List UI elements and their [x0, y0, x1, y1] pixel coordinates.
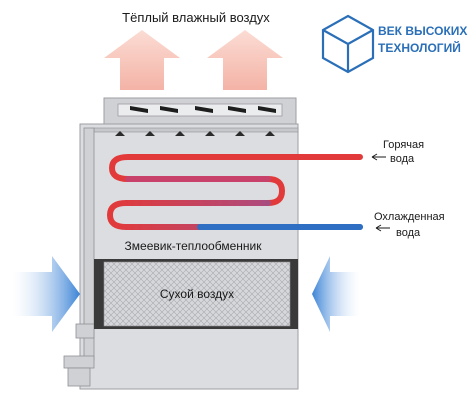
air-inlet-arrow-left	[12, 256, 80, 332]
air-inlet-arrow-right	[312, 256, 360, 332]
hot-water-arrow-icon	[371, 153, 386, 161]
fan-housing	[103, 97, 297, 125]
svg-text:Горячая: Горячая	[383, 139, 424, 151]
brand-line-2: ТЕХНОЛОГИЙ	[378, 40, 461, 55]
heat-exchanger-coil	[107, 154, 363, 230]
coil-lower-loop	[107, 200, 363, 230]
brand-logo: ВВТ ВЕК ВЫСОКИХ ТЕХНОЛОГИЙ	[321, 14, 467, 74]
warm-air-title: Тёплый влажный воздух	[122, 10, 270, 25]
cooled-water-arrow-icon	[375, 224, 390, 232]
warm-air-arrow-left	[104, 30, 180, 90]
coil-label: Змеевик-теплообменник	[125, 239, 263, 253]
warm-air-arrow-right	[207, 30, 283, 90]
cooled-water-label: Охлажденная вода	[374, 211, 445, 239]
recirculation-pipe	[63, 127, 95, 387]
svg-text:вода: вода	[396, 227, 421, 239]
svg-text:Охлажденная: Охлажденная	[374, 211, 445, 223]
tower-body	[79, 123, 299, 390]
svg-text:вода: вода	[390, 153, 415, 165]
warm-air-arrows	[104, 30, 283, 90]
spray-header	[93, 127, 299, 136]
dry-air-label: Сухой воздух	[160, 287, 234, 301]
logo-letters: ВВТ	[336, 39, 361, 53]
brand-line-1: ВЕК ВЫСОКИХ	[378, 24, 467, 38]
fill-media	[94, 259, 298, 329]
logo-cube-icon	[321, 14, 375, 74]
hot-water-label: Горячая вода	[371, 139, 424, 165]
